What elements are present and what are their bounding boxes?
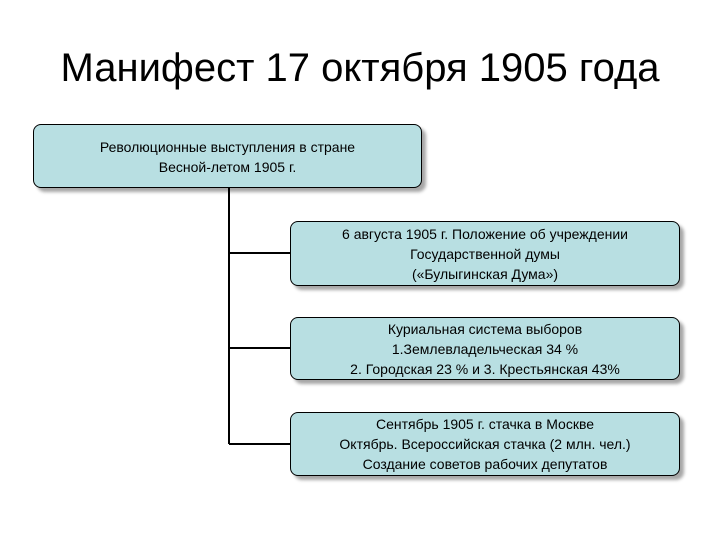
branch-box-strikes: Сентябрь 1905 г. стачка в Москве Октябрь…: [290, 412, 680, 476]
branch-1-line-1: 6 августа 1905 г. Положение об учреждени…: [342, 225, 628, 242]
root-node-box: Революционные выступления в стране Весно…: [33, 124, 422, 188]
branch-2-line-2: 1.Землевладельческая 34 %: [391, 340, 579, 357]
branch-box-elections: Куриальная система выборов 1.Землевладел…: [290, 317, 680, 380]
branch-3-line-3: Создание советов рабочих депутатов: [362, 456, 608, 472]
branch-2-line-3: 2. Городская 23 % и 3. Крестьянская 43%: [350, 360, 620, 377]
branch-2-line-1: Куриальная система выборов: [387, 320, 583, 337]
branch-1-line-2: Государственной думы: [410, 245, 560, 262]
branch-box-duma: 6 августа 1905 г. Положение об учреждени…: [290, 221, 680, 286]
slide-title: Манифест 17 октября 1905 года: [60, 46, 660, 90]
branch-1-line-3: («Булыгинская Дума»): [411, 265, 559, 282]
root-node-line-1: Революционные выступления в стране: [99, 139, 356, 155]
branch-3-line-1: Сентябрь 1905 г. стачка в Москве: [375, 416, 595, 432]
branch-3-line-2: Октябрь. Всероссийская стачка (2 млн. че…: [339, 436, 631, 452]
root-node-line-2: Весной-летом 1905 г.: [158, 159, 297, 175]
